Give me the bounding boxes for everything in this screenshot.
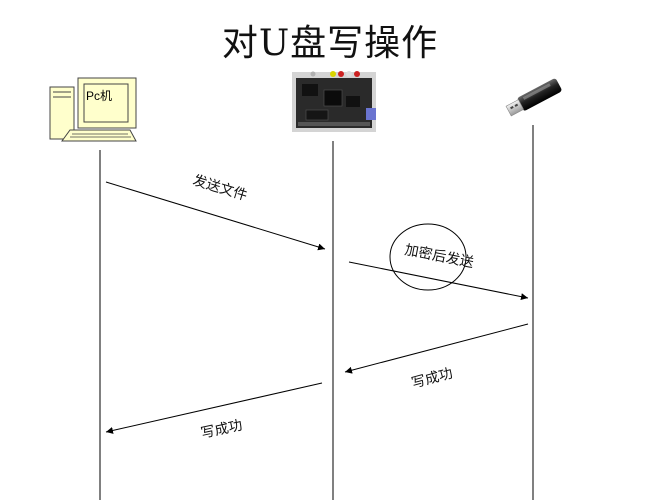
write-ok-usb-arrow: [344, 323, 529, 374]
write-ok-pc-label: 写成功: [200, 418, 244, 442]
diagram-title: 对U盘写操作: [221, 23, 439, 64]
encrypt-highlight-circle: [389, 223, 467, 291]
write-ok-usb-label: 写成功: [410, 366, 455, 392]
computer-icon: Pc机: [49, 77, 137, 142]
pc-label: Pc机: [86, 89, 112, 103]
send-file-arrow: [105, 181, 326, 251]
write-ok-pc-arrow: [105, 382, 323, 434]
encrypt-send-arrow: [348, 261, 529, 301]
send-file-label: 发送文件: [191, 173, 249, 205]
encrypt-send-label: 加密后发送: [403, 241, 475, 271]
usb-drive-icon: [505, 78, 562, 117]
circuit-board-icon: [292, 71, 376, 132]
